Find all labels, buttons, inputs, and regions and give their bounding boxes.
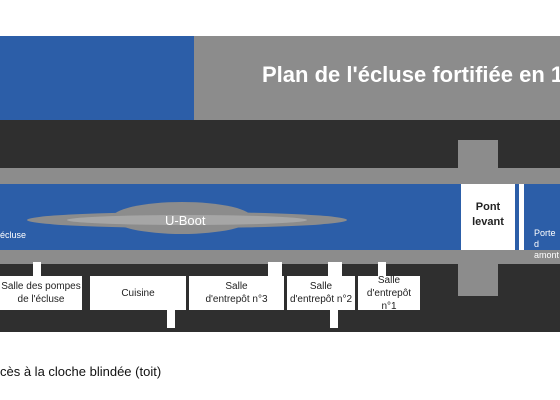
room-label-line1: Cuisine: [121, 287, 155, 299]
connector: [268, 262, 282, 276]
top-blue-area: [0, 36, 194, 120]
room-label-line1: Salle: [309, 281, 333, 292]
room-salle-des-pompes: Salle des pompes de l'écluse: [0, 276, 82, 310]
room-cuisine: Cuisine: [90, 276, 186, 310]
room-label-line2: d'entrepôt n°1: [366, 287, 412, 312]
ecluse-label: écluse: [0, 230, 27, 240]
room-entrepot-1: Salle d'entrepôt n°1: [358, 274, 420, 312]
porte-label-line1: Porte d: [534, 228, 556, 249]
top-gray-area: [194, 36, 560, 120]
bridge-tower-bottom: [458, 250, 498, 296]
connector: [33, 262, 41, 276]
connector: [378, 262, 386, 276]
pont-label-line1: Pont: [475, 201, 501, 213]
room-label-line1: Salle des pompes: [1, 281, 81, 292]
room-label-line2: d'entrepôt n°3: [205, 294, 268, 305]
connector: [328, 262, 342, 276]
room-entrepot-3: Salle d'entrepôt n°3: [189, 276, 284, 310]
connector: [167, 308, 175, 328]
connector: [330, 308, 338, 328]
room-label-line2: de l'écluse: [17, 294, 65, 305]
pont-levant-label: Pont levant: [461, 200, 515, 230]
lower-ledge: [0, 250, 560, 264]
plan-title: Plan de l'écluse fortifiée en 194: [262, 62, 560, 87]
uboot-label: U-Boot: [165, 213, 206, 228]
room-entrepot-2: Salle d'entrepôt n°2: [287, 276, 355, 310]
gate-bar: [519, 184, 524, 250]
pont-levant-box: [461, 184, 515, 250]
legend-caption: cès à la cloche blindée (toit): [0, 364, 162, 379]
pont-label-line2: levant: [472, 216, 504, 228]
room-label-line2: d'entrepôt n°2: [289, 294, 353, 305]
uboot-shape: [27, 202, 347, 234]
porte-label-line2: amont: [534, 250, 560, 260]
bridge-tower-top: [458, 140, 498, 170]
porte-amont-label: Porte d amont: [534, 228, 560, 261]
upper-ledge: [0, 168, 560, 184]
room-label-line1: Salle: [225, 281, 248, 292]
room-label-line1: Salle: [377, 274, 401, 286]
